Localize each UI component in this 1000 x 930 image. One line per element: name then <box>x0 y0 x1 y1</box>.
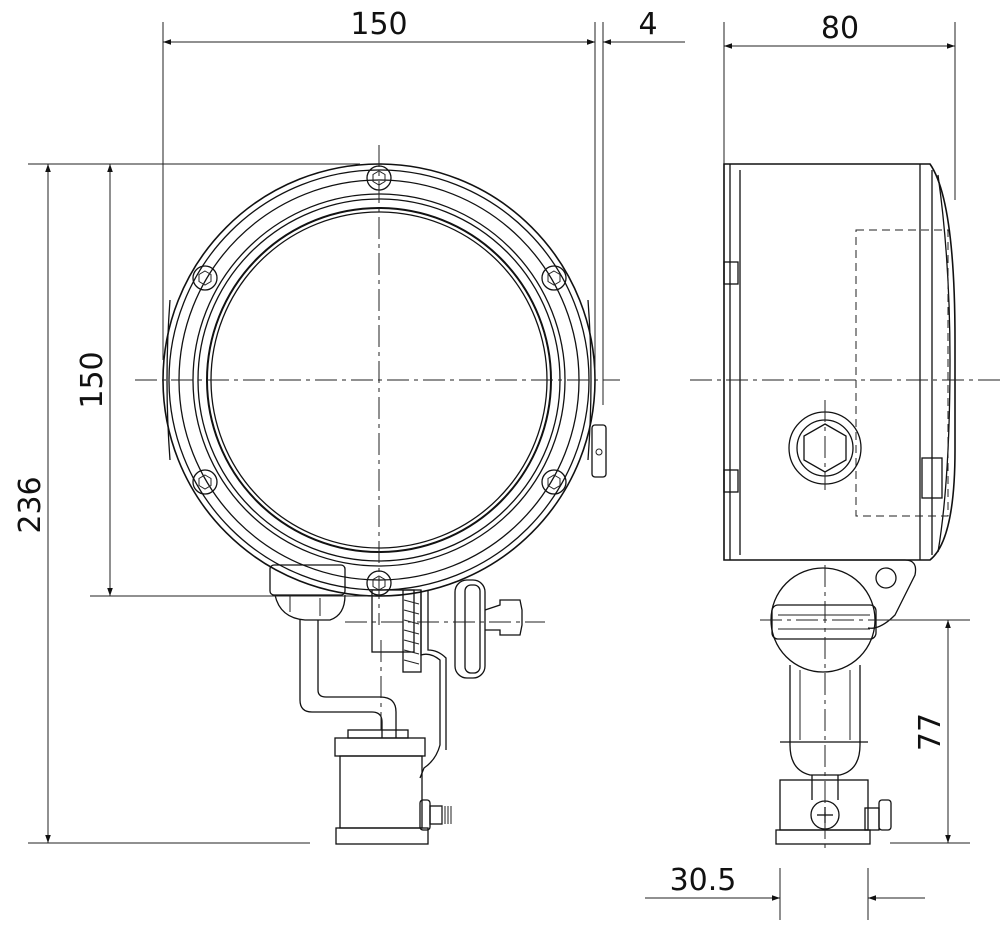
bolt-icon <box>192 469 218 495</box>
bolt-icon <box>541 265 567 291</box>
dim-side-depth: 80 <box>821 11 859 46</box>
dim-lens-height: 150 <box>75 351 110 408</box>
bolt-icon <box>192 265 218 291</box>
dim-front-width: 150 <box>350 7 407 42</box>
dim-mount-height: 77 <box>913 713 948 751</box>
dim-total-height: 236 <box>13 476 48 533</box>
front-view <box>135 145 620 845</box>
bolt-icon <box>541 469 567 495</box>
dimension-lines <box>28 22 970 920</box>
dim-mount-width: 30.5 <box>670 863 737 898</box>
dim-front-offset: 4 <box>638 7 657 42</box>
side-view <box>690 163 1000 850</box>
